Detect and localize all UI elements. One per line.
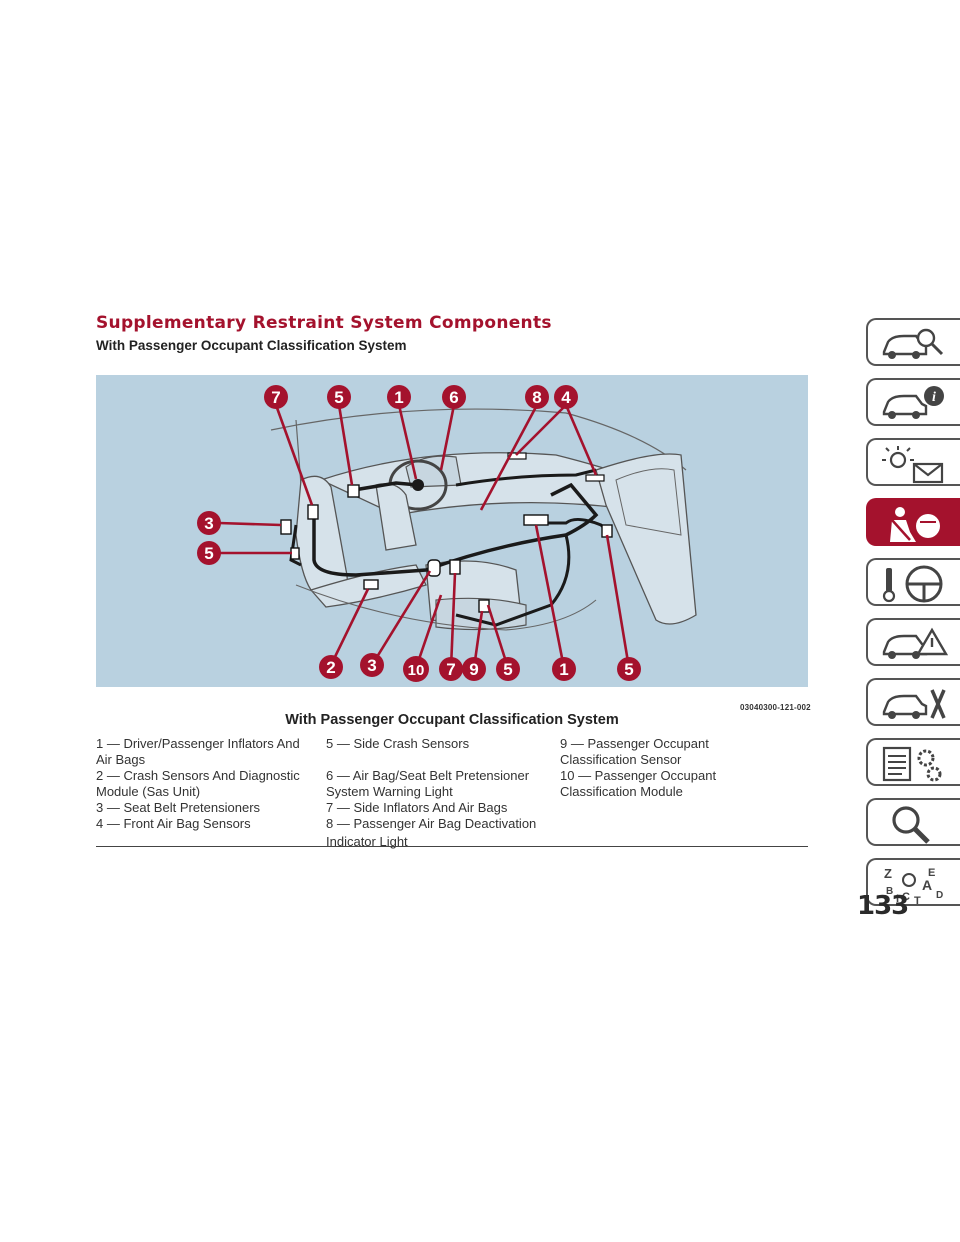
svg-text:T: T <box>914 895 921 906</box>
legend-line: System Warning Light <box>326 784 453 799</box>
tab-car-search[interactable] <box>866 318 960 366</box>
legend-line: 7 — Side Inflators And Air Bags <box>326 800 508 815</box>
svg-text:5: 5 <box>334 388 343 407</box>
svg-text:7: 7 <box>446 660 455 679</box>
callout-badges: 7 5 1 6 8 4 3 5 2 3 10 7 9 5 1 5 <box>197 385 641 682</box>
svg-text:9: 9 <box>469 660 478 679</box>
legend-line: 2 — Crash Sensors And Diagnostic <box>96 768 300 783</box>
svg-text:D: D <box>936 890 943 901</box>
svg-text:C: C <box>902 891 910 903</box>
svg-text:7: 7 <box>271 388 280 407</box>
callout-5-right: 5 <box>617 657 641 681</box>
svg-text:1: 1 <box>394 388 403 407</box>
callout-6-top: 6 <box>442 385 466 409</box>
svg-text:B: B <box>886 886 893 897</box>
callout-3-left: 3 <box>197 511 221 535</box>
callout-5-top: 5 <box>327 385 351 409</box>
tab-car-tools[interactable] <box>866 678 960 726</box>
tab-safety[interactable] <box>866 498 960 546</box>
callout-7-bottom: 7 <box>439 657 463 681</box>
svg-text:I: I <box>896 893 899 905</box>
legend-line: Classification Module <box>560 784 683 799</box>
legend-column-3: 9 — Passenger Occupant Classification Se… <box>560 736 716 800</box>
tab-warning-lights[interactable] <box>866 438 960 486</box>
figure-caption: With Passenger Occupant Classification S… <box>285 712 619 728</box>
legend-line: 9 — Passenger Occupant <box>560 736 709 751</box>
tab-car-info[interactable]: i <box>866 378 960 426</box>
svg-text:10: 10 <box>408 662 425 679</box>
legend-column-2: 5 — Side Crash Sensors 6 — Air Bag/Seat … <box>326 736 536 850</box>
callout-5-bottom: 5 <box>496 657 520 681</box>
legend-line <box>326 752 536 768</box>
svg-text:A: A <box>922 877 932 893</box>
callout-9-bottom: 9 <box>462 657 486 681</box>
svg-text:3: 3 <box>204 514 213 533</box>
callout-3-bottom: 3 <box>360 653 384 677</box>
callout-10-bottom: 10 <box>403 656 429 682</box>
legend-line: Classification Sensor <box>560 752 682 767</box>
legend-line: 1 — Driver/Passenger Inflators And <box>96 736 300 751</box>
legend-line: 5 — Side Crash Sensors <box>326 736 470 751</box>
legend-line: 3 — Seat Belt Pretensioners <box>96 800 261 815</box>
svg-text:6: 6 <box>449 388 458 407</box>
legend-line: Module (Sas Unit) <box>96 784 201 799</box>
legend-line: 10 — Passenger Occupant <box>560 768 717 783</box>
svg-text:E: E <box>928 867 935 879</box>
callout-1-top: 1 <box>387 385 411 409</box>
svg-text:5: 5 <box>503 660 512 679</box>
legend-line: 4 — Front Air Bag Sensors <box>96 816 251 831</box>
svg-text:1: 1 <box>559 660 568 679</box>
svg-text:8: 8 <box>532 388 541 407</box>
tab-car-hazard[interactable] <box>866 618 960 666</box>
legend-line: 8 — Passenger Air Bag Deactivation <box>326 816 537 831</box>
vehicle-interior-illustration: 7 5 1 6 8 4 3 5 2 3 10 7 9 5 1 5 <box>197 385 697 682</box>
callout-7-top: 7 <box>264 385 288 409</box>
tab-steering[interactable] <box>866 558 960 606</box>
page-number: 133 <box>857 891 909 921</box>
callout-1-bottom: 1 <box>552 657 576 681</box>
svg-text:5: 5 <box>204 544 213 563</box>
svg-text:i: i <box>932 390 936 405</box>
figure-code: 03040300-121-002 <box>740 703 811 712</box>
srs-components-figure: 7 5 1 6 8 4 3 5 2 3 10 7 9 5 1 5 <box>96 375 808 687</box>
svg-text:Z: Z <box>884 866 892 881</box>
legend-line: Air Bags <box>96 752 146 767</box>
svg-text:3: 3 <box>367 656 376 675</box>
legend-column-1: 1 — Driver/Passenger Inflators And Air B… <box>96 736 300 832</box>
tab-specifications[interactable] <box>866 738 960 786</box>
callout-4-top: 4 <box>554 385 578 409</box>
legend-divider <box>96 846 808 847</box>
svg-text:5: 5 <box>624 660 633 679</box>
svg-text:2: 2 <box>326 658 335 677</box>
callout-2-bottom: 2 <box>319 655 343 679</box>
section-subtitle: With Passenger Occupant Classification S… <box>96 338 407 353</box>
tab-search[interactable] <box>866 798 960 846</box>
callout-8-top: 8 <box>525 385 549 409</box>
callout-5-left: 5 <box>197 541 221 565</box>
svg-text:4: 4 <box>561 388 571 407</box>
legend-line: Indicator Light <box>326 834 408 849</box>
legend-line: 6 — Air Bag/Seat Belt Pretensioner <box>326 768 530 783</box>
section-title: Supplementary Restraint System Component… <box>96 313 552 333</box>
